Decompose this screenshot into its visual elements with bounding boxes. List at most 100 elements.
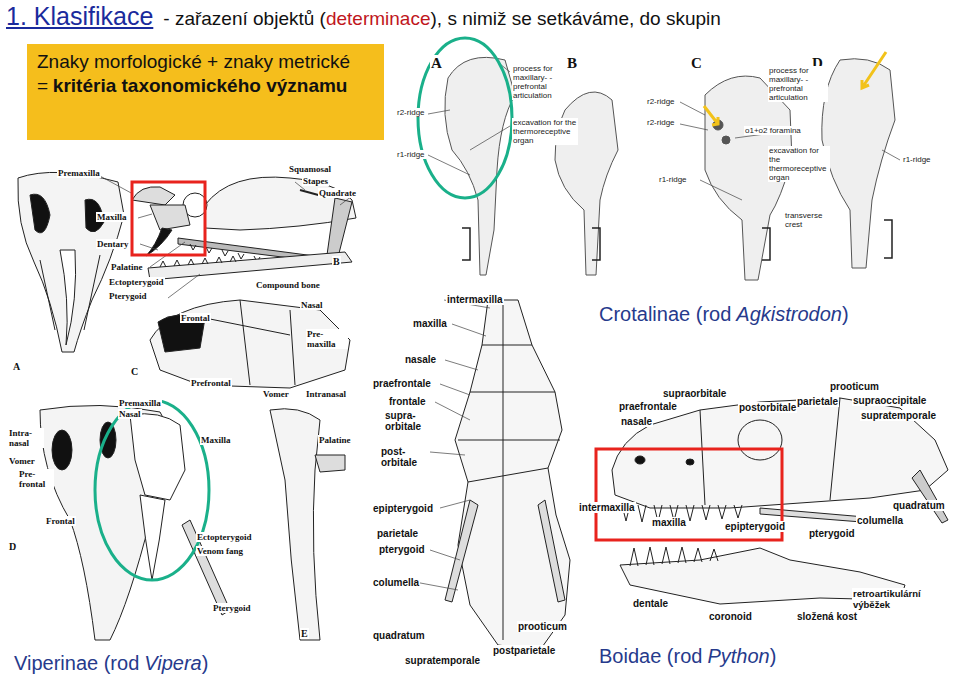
bone-label: složená kost [796,611,858,622]
bone-label: Pterygoid [212,603,252,613]
bone-label: Intra- nasal [8,428,44,448]
figure-letter: E [300,628,309,639]
bone-label: Maxilla [96,212,128,222]
taxon-name: ) [202,652,209,674]
bone-label: intermaxilla [446,294,504,305]
taxon-name: Viperinae (rod [14,652,139,674]
bone-label: Dentary [96,239,130,249]
title-part: determinace [326,8,431,30]
bone-label: epipterygoid [724,521,786,532]
bone-label: supraorbitale [662,388,727,399]
bone-label: r2-ridge [646,118,676,127]
bone-label: maxilla [412,318,448,329]
maxilla-bones [445,57,895,280]
bone-label: supra- orbitale [384,410,430,432]
taxon-name: Agkistrodon [736,303,842,325]
title-part: - zařazení objektů ( [163,8,326,30]
criteria-text: kritéria taxonomického významu [53,75,348,96]
bone-label: coronoid [708,611,753,622]
bone-label: Maxilla [200,435,232,445]
criteria-box: Znaky morfologické + znaky metrické =kri… [27,44,384,140]
leader-lines [100,64,900,590]
title: 1. Klasifikace [6,2,153,31]
bone-label: excavation for the thermoreceptive organ [768,146,830,182]
bone-label: frontale [388,396,427,407]
bone-label: Pterygoid [108,291,148,301]
bone-label: Compound bone [255,280,321,290]
bone-label: supratemporale [404,655,481,666]
figure-letter: B [332,256,341,267]
bone-label: Stapes [302,176,329,186]
bone-label: Pre- maxilla [306,329,348,349]
figure-letter: C [130,366,139,377]
bone-label: Frontal [45,516,76,526]
figure-letter: B [566,55,578,72]
bone-label: Frontal [180,313,211,323]
bone-label: Prefrontal [190,378,232,388]
bone-label: Nasal [300,300,324,310]
bone-label: Intranasal [305,389,347,399]
bone-label: quadratum [892,500,946,511]
bone-label: postorbitale [738,402,797,413]
bone-label: supraoccipitale [852,395,927,406]
bone-label: Vomer [8,456,36,466]
taxon-row: Viperinae (rodVipera) [12,652,210,675]
bone-label: Palatine [318,435,352,445]
bone-label: retroartikulární výběžek [852,588,944,610]
bone-label: quadratum [372,630,426,641]
bone-label: parietale [796,396,839,407]
bone-label: Premaxilla [118,398,162,408]
bone-label: Palatine [110,262,144,272]
bone-label: columella [372,577,420,588]
bone-label: parietale [376,528,419,539]
figure-letter: C [690,55,703,72]
bone-label: supratemporale [860,410,937,421]
bone-label: intermaxilla [578,502,636,513]
bone-label: nasale [404,354,437,365]
taxon-name: ) [770,645,777,667]
taxon-name: ) [842,303,849,325]
taxon-row: Crotalinae (rodAgkistrodon) [597,303,851,326]
bone-label: excavation for the thermoreceptive organ [512,118,578,145]
figure-letter: A [430,55,443,72]
bone-label: dentale [632,598,669,609]
bone-label: pterygoid [808,528,856,539]
bone-label: Ectopterygoid [108,277,165,287]
bone-label: process for maxillary- -prefrontal artic… [768,66,828,102]
bone-label: post- orbitale [380,446,426,468]
bone-label: columella [856,515,904,526]
bone-label: postparietale [492,645,556,656]
taxon-name: Python [707,645,769,667]
bone-label: r2-ridge [396,108,426,117]
bone-label: praefrontale [372,378,432,389]
taxon-name: Crotalinae (rod [599,303,731,325]
title-part: ), s nimiž se setkáváme, do skupin [431,8,721,30]
bone-label: r1-ridge [902,155,932,164]
bone-label: Pre- frontal [18,469,54,489]
bone-label: r1-ridge [658,175,688,184]
bone-label: maxilla [651,517,687,528]
skull-drawings [18,172,356,640]
bone-label: r2-ridge [646,97,676,106]
bone-label: epipterygoid [372,503,434,514]
bone-label: Nasal [118,409,142,419]
bone-label: Squamosal [288,164,332,174]
figure-letter: D [8,541,17,552]
boid-skull [445,300,948,650]
bone-label: Premaxilla [57,168,101,178]
taxon-name: Boidae (rod [599,645,702,667]
bone-label: transverse crest [784,211,834,229]
bone-label: Quadrate [318,188,357,198]
bone-label: prooticum [517,621,568,632]
bone-label: praefrontale [618,401,678,412]
bone-label: r1-ridge [396,150,426,159]
bone-label: o1+o2 foramina [744,126,802,135]
taxon-name: Vipera [144,652,201,674]
bone-label: pterygoid [378,544,426,555]
taxon-row: Boidae (rodPython) [597,645,778,668]
bone-label: process for maxillary- -prefrontal artic… [512,64,572,100]
bone-label: Ectopterygoid [196,532,253,542]
bone-label: Vomer [262,389,290,399]
bone-label: Venom fang [196,546,244,556]
title-row: 1. Klasifikace - zařazení objektů (determ… [6,2,721,31]
